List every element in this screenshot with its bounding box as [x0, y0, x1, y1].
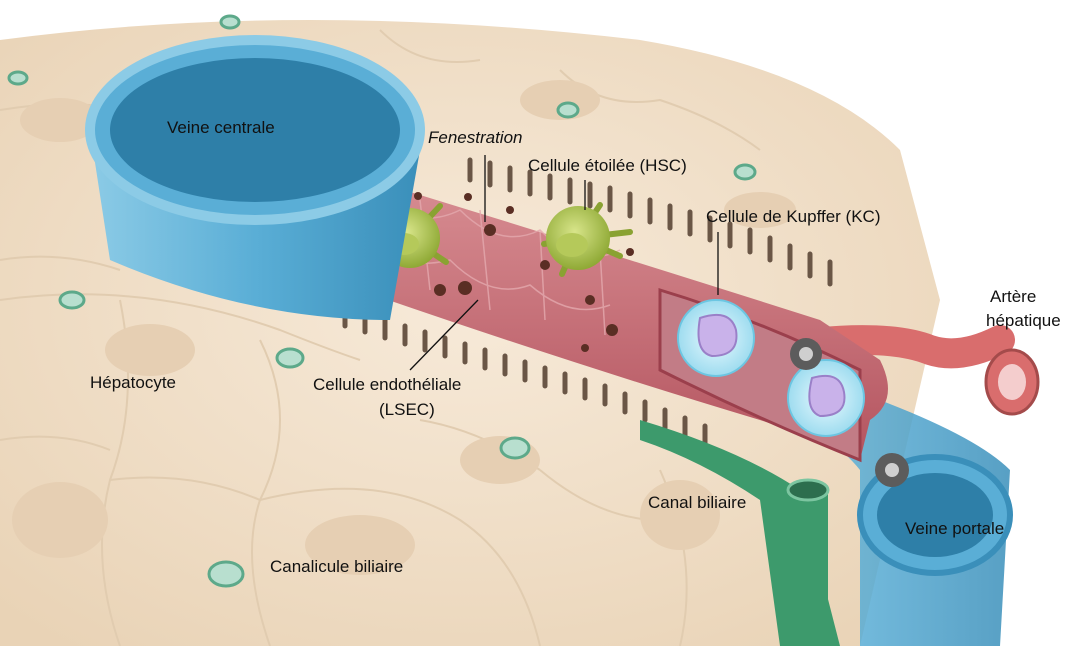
label-portal-vein: Veine portale: [905, 519, 1004, 538]
label-fenestration: Fenestration: [428, 128, 523, 147]
label-bile-duct: Canal biliaire: [648, 493, 746, 512]
label-endothelial-line2: (LSEC): [379, 400, 435, 419]
label-central-vein: Veine centrale: [167, 118, 275, 137]
label-kupffer-cell: Cellule de Kupffer (KC): [706, 207, 881, 226]
label-endothelial-line1: Cellule endothéliale: [313, 375, 461, 394]
label-bile-canaliculus: Canalicule biliaire: [270, 557, 403, 576]
label-hepatic-artery-line1: Artère: [990, 287, 1036, 306]
kupffer-cell-1: [678, 300, 754, 376]
label-hepatocyte: Hépatocyte: [90, 373, 176, 392]
label-hepatic-artery-line2: hépatique: [986, 311, 1061, 330]
label-stellate-cell: Cellule étoilée (HSC): [528, 156, 687, 175]
kupffer-cell-2: [788, 360, 864, 436]
